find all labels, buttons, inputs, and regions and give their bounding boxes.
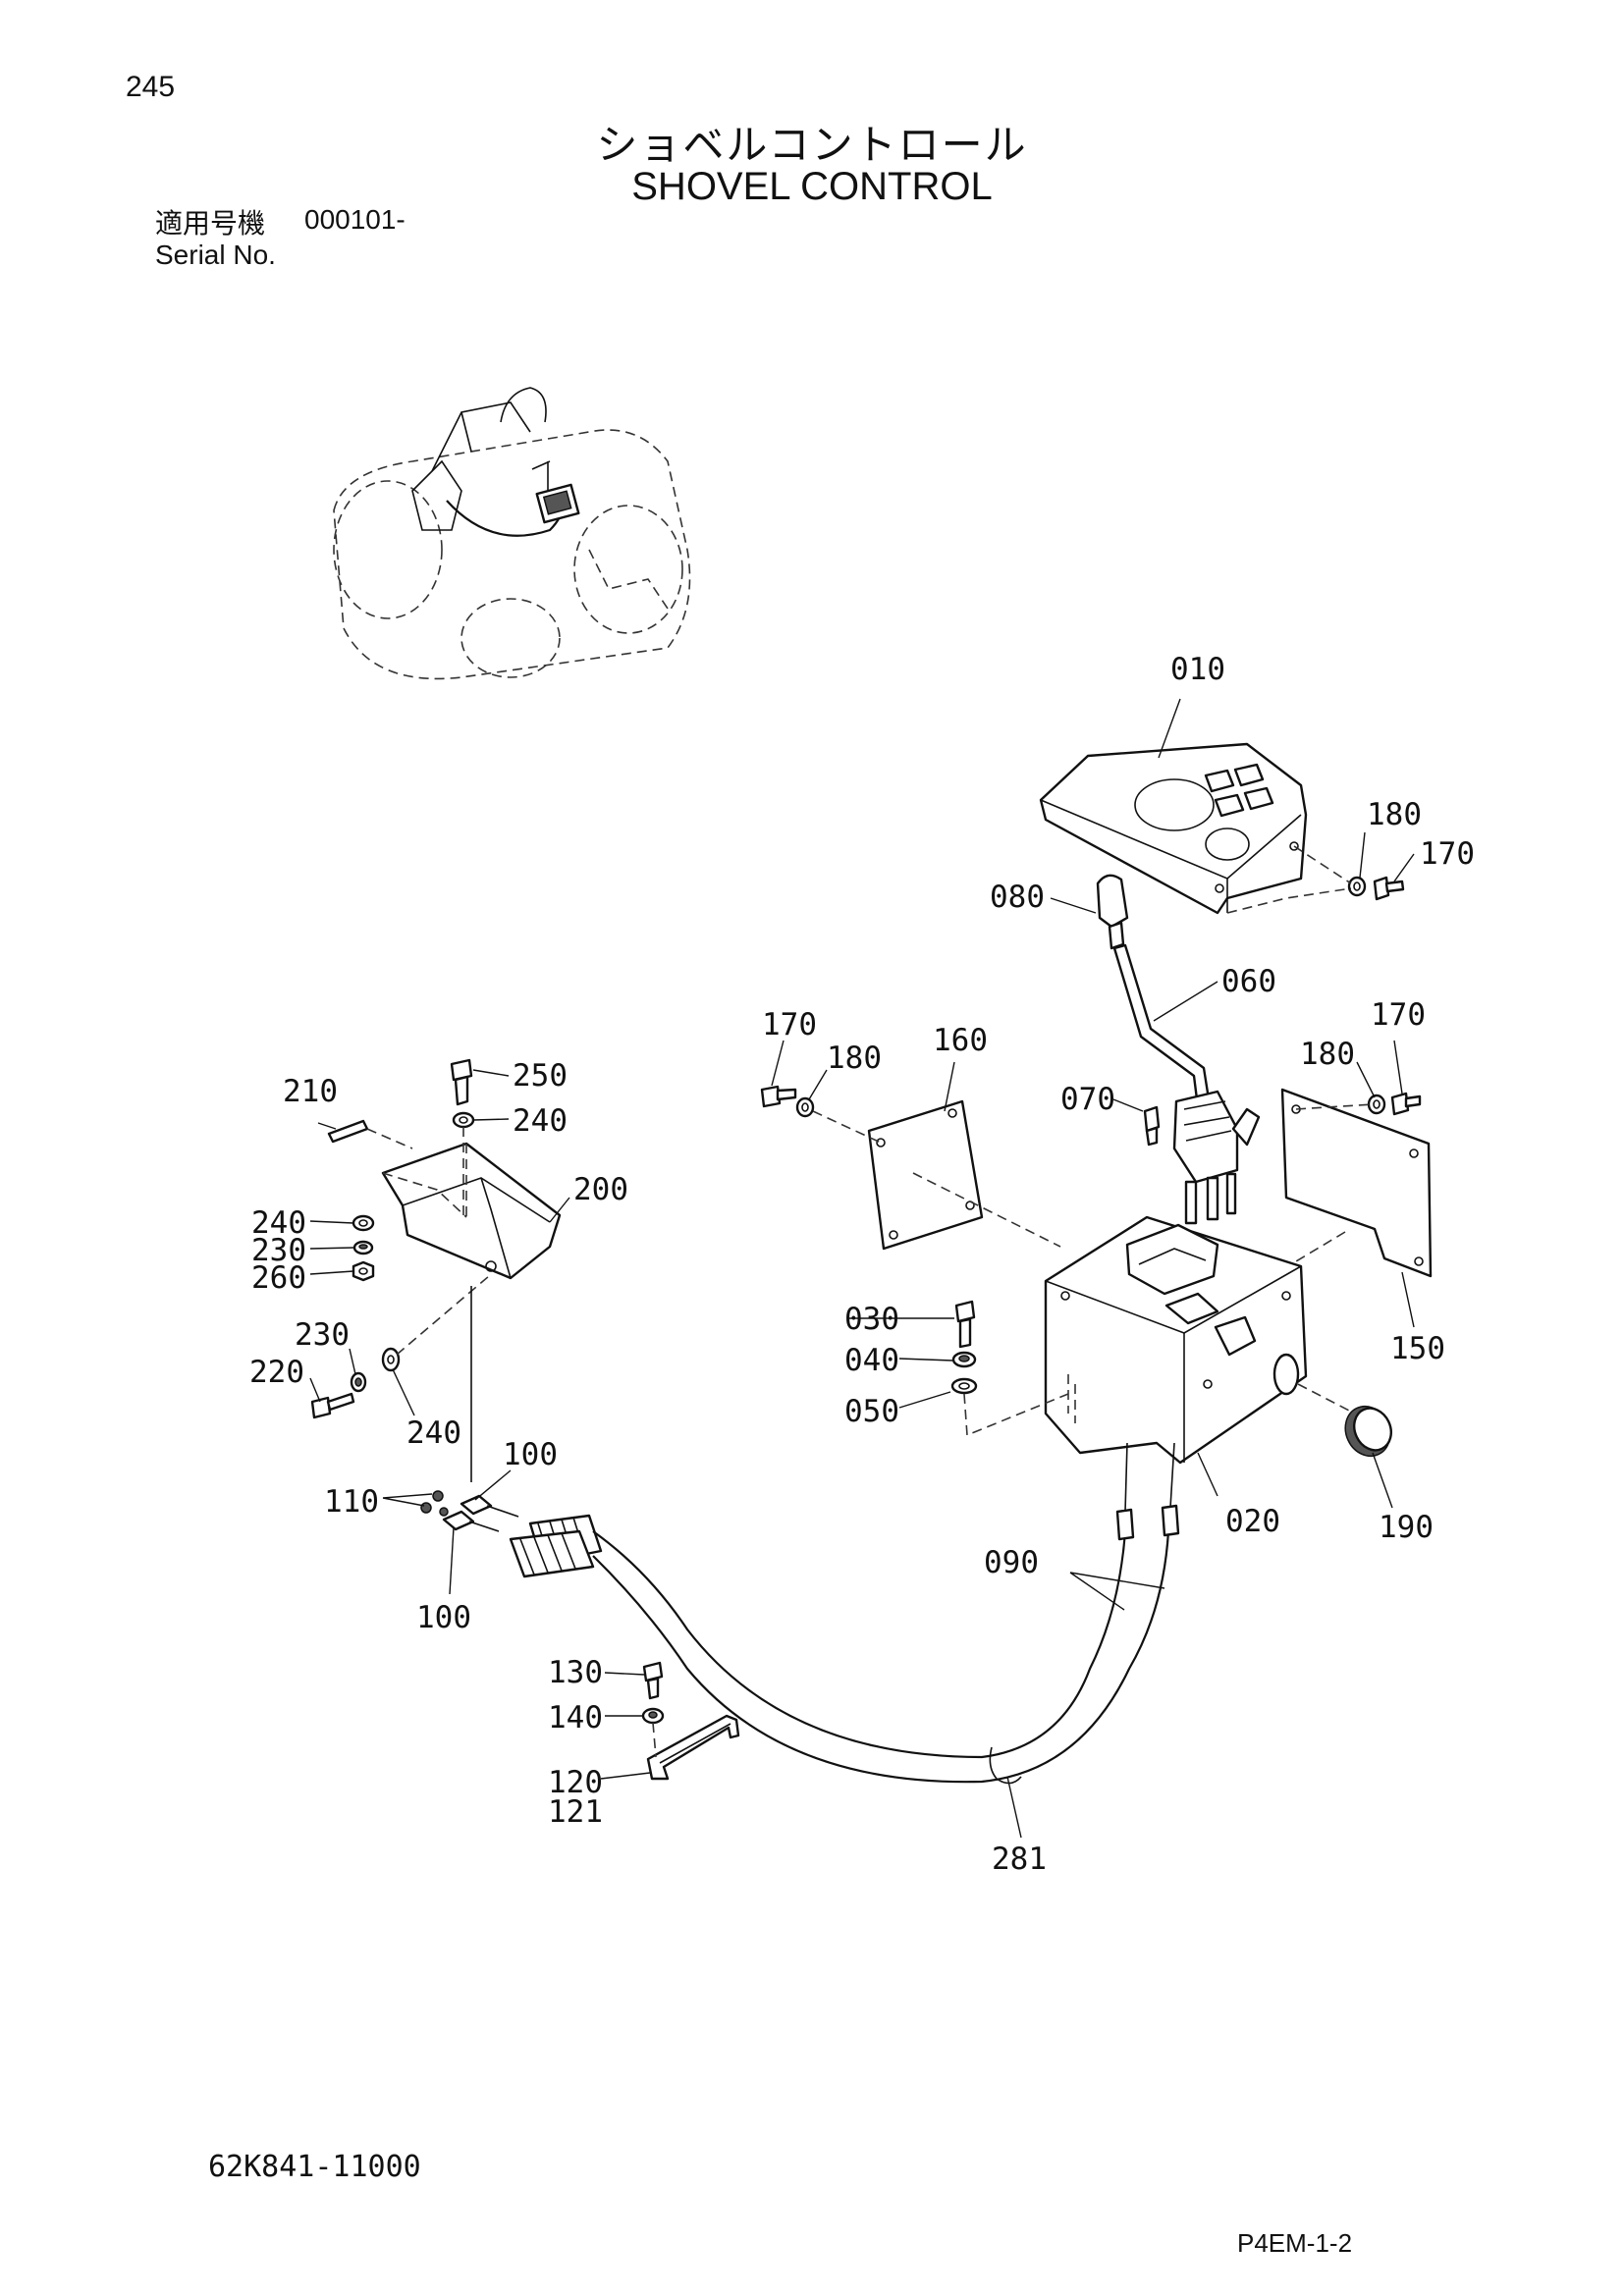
part-200-bracket [381,1142,562,1280]
part-180-washer-right [1367,1094,1386,1115]
callout-240-lower: 240 [406,1415,461,1451]
part-230-lockwasher-left [352,1240,374,1255]
callout-210: 210 [283,1074,338,1109]
part-230-lockwasher-lower [350,1371,367,1393]
callout-100-upper: 100 [503,1437,558,1472]
callout-220: 220 [249,1355,304,1390]
callout-260: 260 [251,1260,306,1296]
serial-label-japanese: 適用号機 [155,207,266,240]
part-070-screw [1143,1105,1161,1147]
part-220-bolt [310,1392,355,1419]
page-title-english: SHOVEL CONTROL [631,165,993,208]
part-170-screw-cover [1373,876,1405,901]
page-title-japanese: ショベルコントロール [596,121,1028,169]
callout-180-right: 180 [1300,1037,1355,1072]
part-281-cable-clamp [989,1746,1022,1785]
serial-label-english: Serial No. [155,240,276,270]
part-140-washer [641,1707,665,1725]
machine-location-thumbnail [333,387,691,680]
callout-240-left: 240 [251,1205,306,1241]
callout-230-left: 230 [251,1233,306,1268]
part-pilot-valve [1172,1090,1261,1225]
callout-010: 010 [1170,652,1225,687]
callout-070: 070 [1060,1082,1115,1117]
part-040-washer [951,1351,977,1368]
part-130-bolt [642,1661,664,1700]
part-170-screw-right [1390,1092,1422,1116]
callout-040: 040 [844,1343,899,1378]
callout-121: 121 [548,1794,603,1830]
callout-180-left: 180 [827,1041,882,1076]
part-250-bolt [450,1058,473,1106]
callout-080: 080 [990,880,1045,915]
callout-180-cover: 180 [1367,797,1422,832]
page-code: P4EM-1-2 [1237,2228,1353,2258]
callout-130: 130 [548,1655,603,1690]
leader-lines [309,698,1415,1839]
callout-060: 060 [1221,964,1276,999]
callout-160: 160 [933,1023,988,1058]
callout-100-lower: 100 [416,1600,471,1635]
part-240-washer-lower [381,1347,401,1372]
callout-020: 020 [1225,1504,1280,1539]
part-170-screw-left [760,1085,797,1108]
part-100-cable-end-upper [460,1494,519,1518]
callout-170-cover: 170 [1420,836,1475,872]
part-160-left-plate [867,1099,984,1251]
callout-140: 140 [548,1700,603,1735]
part-240-washer-top [452,1111,475,1129]
callout-030: 030 [844,1302,899,1337]
part-240-washer-left [352,1214,375,1232]
part-050-washer [950,1377,978,1395]
callout-090: 090 [984,1545,1039,1580]
drawing-number: 62K841-11000 [208,2150,421,2184]
serial-range: 000101- [304,204,406,235]
callout-110: 110 [324,1484,379,1520]
callout-170-left: 170 [762,1007,817,1042]
page-number: 245 [126,71,176,103]
part-100-cable-end-lower [442,1510,500,1532]
part-190-plug [1344,1405,1392,1458]
part-010-console-cover [1039,742,1308,915]
part-150-right-plate [1280,1088,1433,1278]
part-120-cable-stay [646,1714,740,1781]
callout-250: 250 [513,1058,568,1094]
callout-200: 200 [573,1172,628,1207]
part-210-key [327,1119,369,1144]
part-030-bolt [954,1300,976,1349]
part-090-control-cables [509,1442,1180,1784]
part-180-washer-left [795,1096,815,1118]
callout-230-lower: 230 [295,1317,350,1353]
part-260-nut [352,1260,375,1282]
part-060-control-lever [1112,943,1212,1109]
part-020-control-box [1044,1215,1308,1465]
callout-240-top: 240 [513,1103,568,1139]
callout-190: 190 [1379,1510,1434,1545]
part-080-lever-knob [1096,874,1129,950]
callout-120: 120 [548,1765,603,1800]
part-180-washer-cover [1347,876,1367,897]
callout-150: 150 [1390,1331,1445,1366]
callout-281: 281 [992,1842,1047,1877]
callout-050: 050 [844,1394,899,1429]
callout-170-right: 170 [1371,997,1426,1033]
